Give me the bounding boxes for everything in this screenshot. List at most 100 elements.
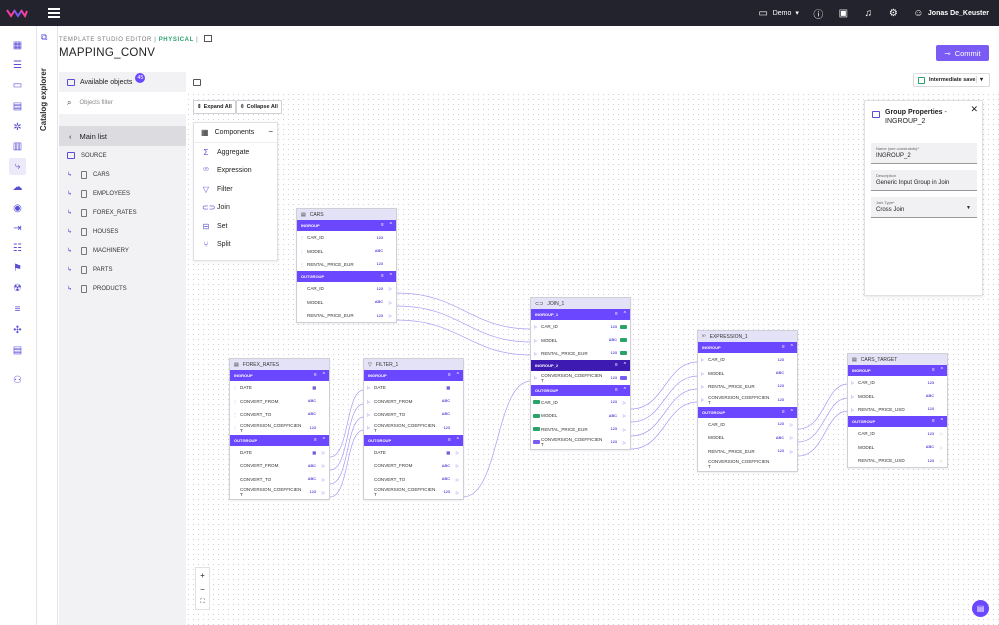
component-split[interactable]: ⑂Split <box>194 236 277 255</box>
help-icon[interactable]: ⓘ <box>813 9 824 21</box>
catalog-item-cars[interactable]: ↳ CARS <box>59 165 186 184</box>
collapse-icon[interactable]: ⌃ <box>939 418 944 425</box>
filter-icon[interactable]: ≡ <box>380 222 384 228</box>
port-icon[interactable]: ▷ <box>534 350 538 356</box>
collapse-icon[interactable]: ⌃ <box>455 372 460 378</box>
filter-icon[interactable]: ≡ <box>380 273 384 280</box>
port-icon[interactable]: ▷ <box>701 357 705 363</box>
filter-icon[interactable]: ≡ <box>931 418 935 425</box>
menu-icon[interactable] <box>48 8 60 18</box>
source-folder[interactable]: SOURCE <box>59 146 186 165</box>
port-icon[interactable]: ▷ <box>622 439 626 445</box>
field-row[interactable]: ⋮DATE▦ <box>230 381 329 394</box>
node-header[interactable]: ▤CARS_TARGET <box>848 354 947 365</box>
node-header[interactable]: ▽FILTER_1 <box>364 359 463 370</box>
panel-toggle-icon[interactable] <box>193 79 201 86</box>
node-ingroup[interactable]: INGROUP≡⌃ <box>698 342 797 353</box>
support-chat-button[interactable]: ▤ <box>972 600 989 617</box>
close-icon[interactable]: ✕ <box>970 104 978 114</box>
port-icon[interactable]: ▷ <box>388 286 392 292</box>
checklist-icon[interactable]: ☷ <box>13 243 22 254</box>
collapse-icon[interactable]: ⌃ <box>455 436 460 443</box>
port-icon[interactable]: ▷ <box>534 375 538 381</box>
port-icon[interactable]: ▷ <box>789 435 793 441</box>
catalog-item-parts[interactable]: ↳ PARTS <box>59 260 186 279</box>
grid-icon[interactable]: ▤ <box>12 101 23 112</box>
filter-icon[interactable]: ≡ <box>614 362 618 369</box>
node-outgroup[interactable]: OUTGROUP≡⌃ <box>698 406 797 418</box>
user-menu[interactable]: ☺ Jonas De_Keuster <box>913 8 989 19</box>
zoom-out-button[interactable]: − <box>200 584 205 594</box>
zoom-in-button[interactable]: + <box>200 570 205 580</box>
catalog-item-machinery[interactable]: ↳ MACHINERY <box>59 241 186 260</box>
port-icon[interactable]: ▷ <box>701 383 705 389</box>
chat-icon[interactable]: ▣ <box>838 7 849 19</box>
chevron-down-icon[interactable]: ▾ <box>976 76 986 83</box>
book-icon[interactable] <box>203 35 212 42</box>
brand-logo-icon[interactable] <box>6 7 28 19</box>
component-join[interactable]: ⊂⊃Join <box>194 199 277 218</box>
port-icon[interactable]: ▷ <box>851 380 855 386</box>
collapse-icon[interactable]: ⌃ <box>789 344 794 350</box>
robot-icon[interactable]: ☢ <box>13 283 22 294</box>
node-header[interactable]: ⁽ᶠ⁾EXPRESSION_1 <box>698 331 797 342</box>
main-list-back[interactable]: ‹ Main list <box>59 126 186 146</box>
catalog-item-forex-rates[interactable]: ↳ FOREX_RATES <box>59 203 186 222</box>
fit-view-button[interactable]: ⛶ <box>200 599 205 606</box>
node-filter-1[interactable]: ▽FILTER_1 INGROUP≡⌃ ▷DATE▦ ▷CONVERT_FROM… <box>363 358 464 501</box>
filter-icon[interactable]: ≡ <box>447 372 451 378</box>
catalog-item-employees[interactable]: ↳ EMPLOYEES <box>59 184 186 203</box>
filter-icon[interactable]: ≡ <box>614 311 618 317</box>
collapse-icon[interactable]: ⌃ <box>388 273 393 280</box>
settings-group-icon[interactable]: ◉ <box>13 203 22 214</box>
port-icon[interactable]: ▷ <box>534 324 538 330</box>
users-icon[interactable]: ⚇ <box>13 375 22 386</box>
component-set[interactable]: ⊟Set <box>194 217 277 236</box>
cloud-icon[interactable]: ☁ <box>12 182 23 193</box>
port-icon[interactable]: ▷ <box>534 337 538 343</box>
node-outgroup[interactable]: OUTGROUP≡⌃ <box>230 434 329 446</box>
collapse-icon[interactable]: ⌃ <box>321 372 326 378</box>
collapse-icon[interactable]: ⌃ <box>321 436 326 443</box>
nodes-icon[interactable]: ✣ <box>13 325 22 336</box>
field-row[interactable]: CONVERSION_COEFFICIEN T <box>698 458 797 471</box>
node-forex-rates[interactable]: ▤FOREX_RATES INGROUP≡⌃ ⋮DATE▦ ⋮CONVERT_F… <box>229 358 330 501</box>
port-icon[interactable]: ▷ <box>367 398 371 404</box>
port-icon[interactable]: ▷ <box>455 489 459 495</box>
node-ingroup[interactable]: INGROUP≡⌃ <box>230 370 329 381</box>
port-icon[interactable]: ▷ <box>939 458 943 464</box>
filter-icon[interactable]: ≡ <box>931 367 935 373</box>
catalog-item-products[interactable]: ↳ PRODUCTS <box>59 279 186 298</box>
port-icon[interactable]: ▷ <box>367 425 371 431</box>
collapse-all-button[interactable]: ⇳ Collapse All <box>236 100 282 114</box>
filter-icon[interactable]: ≡ <box>313 372 317 378</box>
collapse-icon[interactable]: ⌃ <box>622 362 627 369</box>
filter-icon[interactable]: ≡ <box>614 386 618 393</box>
